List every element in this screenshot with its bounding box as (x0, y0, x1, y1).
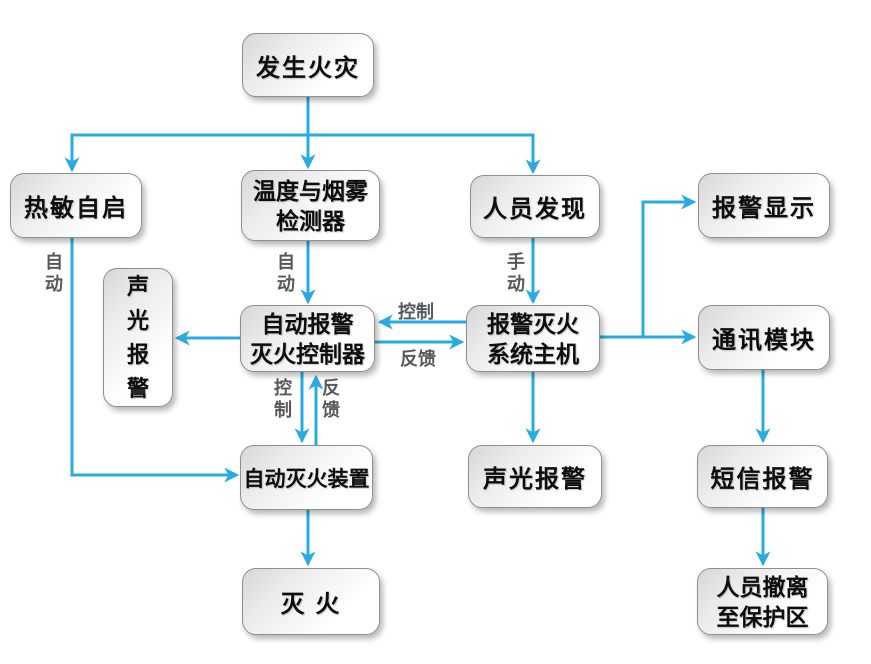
node-evacuate-to-protected-area: 人员撤离 至保护区 (697, 568, 828, 635)
node-fire-occurs: 发生火灾 (242, 33, 374, 97)
node-alarm-extinguish-system-host: 报警灭火 系统主机 (466, 305, 600, 372)
node-sms-alarm: 短信报警 (697, 445, 828, 508)
node-extinguish-fire: 灭 火 (242, 568, 380, 635)
edge-fire-to-person (308, 133, 541, 175)
edge-label-feedback-vertical: 反 馈 (322, 378, 340, 420)
node-alarm-display: 报警显示 (698, 173, 830, 238)
node-person-discovery: 人员发现 (470, 175, 600, 238)
edge-host-to-alarm-display (641, 194, 697, 337)
edge-label-feedback-horizontal: 反馈 (400, 349, 436, 369)
edge-label-control-horizontal: 控制 (398, 302, 434, 322)
edge-label-control-vertical: 控 制 (274, 378, 292, 420)
node-auto-alarm-extinguish-controller: 自动报警 灭火控制器 (240, 305, 375, 372)
node-sound-light-alarm: 声光报警 (468, 445, 602, 508)
edge-label-auto-thermal: 自 动 (45, 252, 63, 294)
node-auto-extinguish-device: 自动灭火装置 (240, 445, 373, 510)
node-temp-smoke-detector: 温度与烟雾 检测器 (241, 170, 380, 241)
node-sound-light-alarm-vertical: 声 光 报 警 (103, 268, 173, 407)
edge-thermal-to-device (70, 238, 240, 483)
edge-fire-to-thermal (64, 133, 308, 173)
node-comm-module: 通讯模块 (698, 305, 830, 370)
edge-label-manual: 手 动 (507, 252, 525, 294)
edge-label-auto-detector: 自 动 (277, 252, 295, 294)
node-thermal-self-start: 热敏自启 (10, 173, 142, 238)
